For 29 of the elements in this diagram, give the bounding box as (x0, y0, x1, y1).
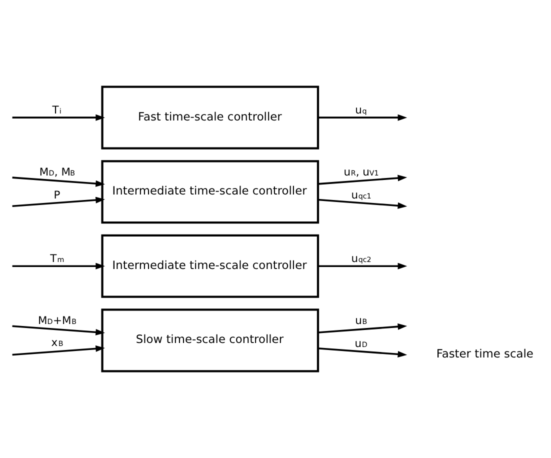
arrow (318, 174, 408, 185)
arrow (12, 114, 105, 121)
arrow (318, 262, 408, 270)
edge-label: uq (355, 103, 367, 116)
node-box: Intermediate time-scale controller (101, 234, 320, 298)
arrow (318, 347, 408, 358)
edge-label: xB (51, 336, 64, 350)
arrow (12, 345, 105, 356)
arrow (12, 262, 105, 270)
arrow (12, 196, 105, 208)
edge-label: uR, uV1 (344, 165, 379, 178)
node-box: Fast time-scale controller (101, 86, 320, 150)
arrow (318, 114, 408, 121)
arrow (318, 198, 408, 209)
arrow (318, 323, 408, 334)
edge-label: uD (354, 336, 368, 350)
edge-label: P (54, 188, 60, 202)
arrow (12, 176, 105, 187)
edge-label: uqc1 (351, 188, 372, 202)
edge-label: Ti (52, 103, 62, 116)
node-box: Slow time-scale controller (101, 308, 320, 372)
label: Faster time scale (436, 346, 534, 360)
edge-label: MD+MB (38, 314, 76, 327)
node-box: Intermediate time-scale controller (101, 160, 320, 224)
arrow (12, 325, 105, 336)
edge-label: uB (355, 314, 368, 327)
edge-label: uqc2 (351, 252, 372, 265)
edge-label: MD, MB (39, 165, 76, 178)
edge-label: Tm (50, 252, 64, 265)
